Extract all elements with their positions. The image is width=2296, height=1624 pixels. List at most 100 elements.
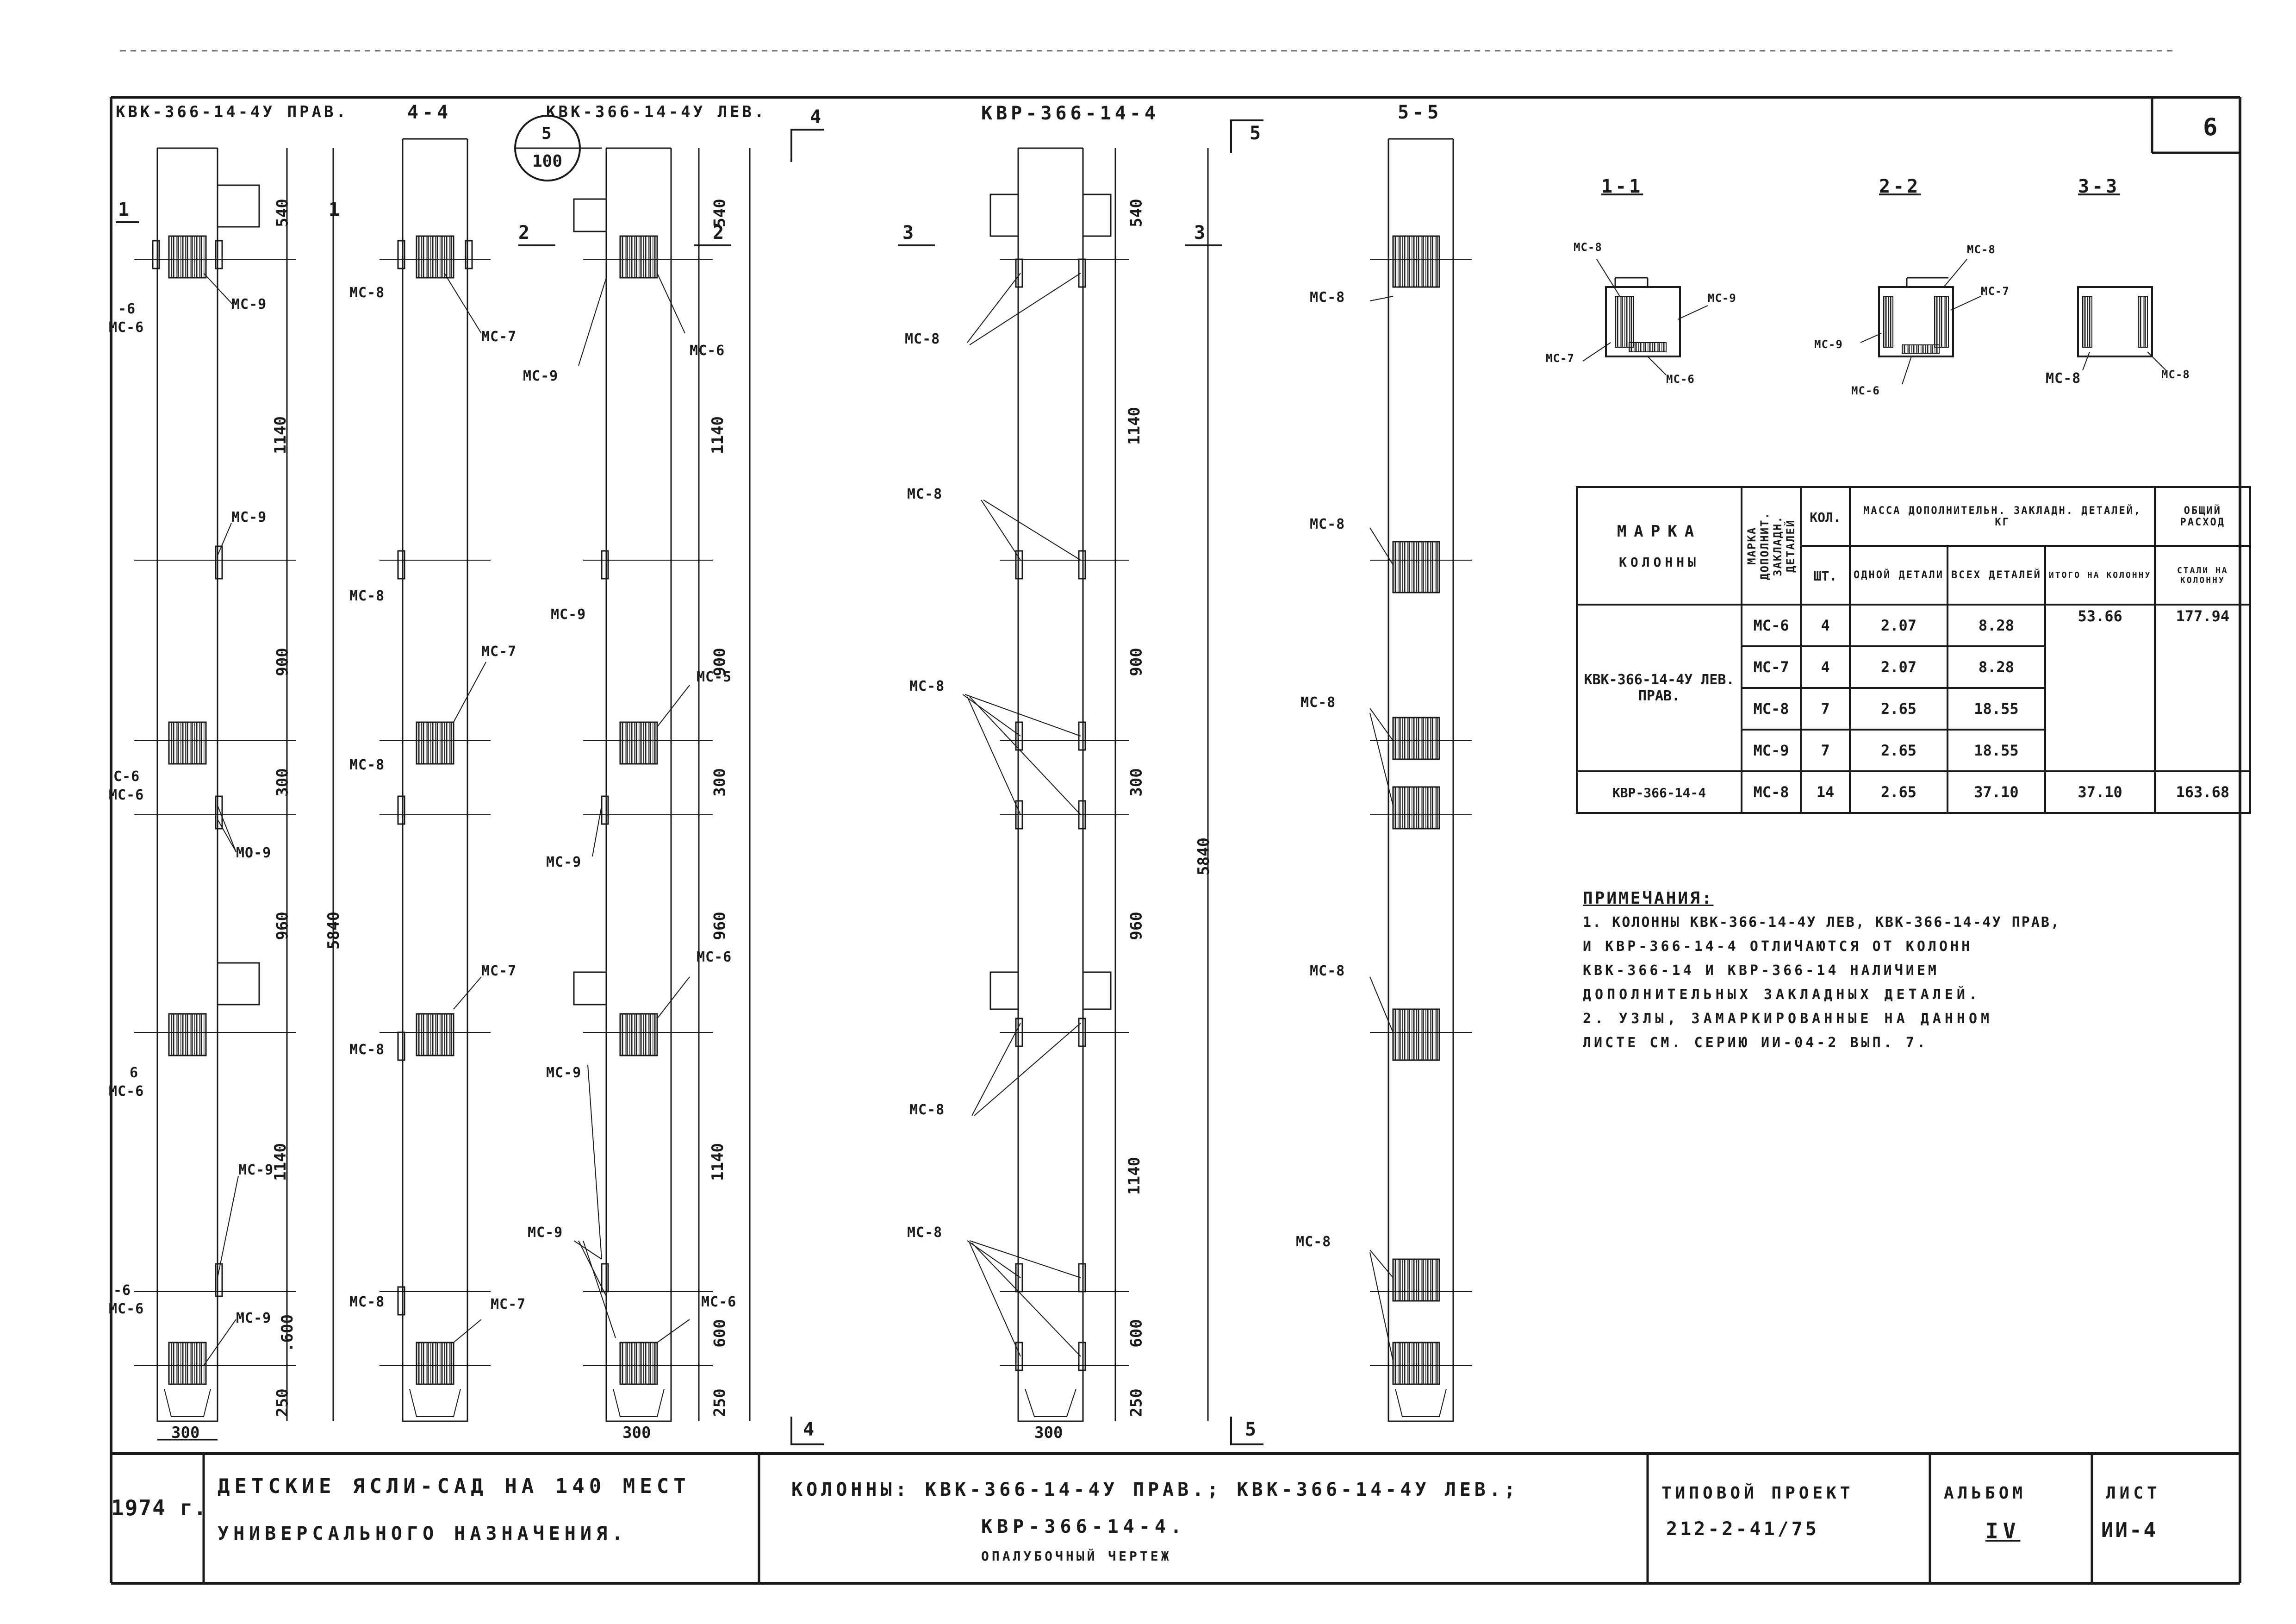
dimension-text: 250 [1127, 1388, 1146, 1417]
part-label: МС-8 [1310, 963, 1345, 979]
dimension-text: 250 [273, 1388, 292, 1417]
part-label: МС-6 [701, 1294, 737, 1310]
row-mark: МС-8 [1753, 700, 1789, 718]
part-label: МС-8 [2161, 368, 2190, 381]
row-qty: 4 [1821, 658, 1830, 676]
table-cell: 2.07 [1849, 604, 1948, 647]
header-cell: КОЛ. [1800, 486, 1851, 547]
row-all: 18.55 [1974, 742, 2019, 759]
part-label: МС-8 [349, 588, 385, 604]
dimension-text: 540 [710, 199, 729, 227]
section-mark: 4 [810, 106, 824, 128]
group2-per-column: 37.10 [2078, 783, 2122, 801]
table-cell: КВК-366-14-4У ЛЕВ. ПРАВ. [1576, 604, 1742, 772]
tb-drawing-line1: КОЛОННЫ: КВК-366-14-4У ПРАВ.; КВК-366-14… [791, 1479, 1519, 1500]
note-line: ДОПОЛНИТЕЛЬНЫХ ЗАКЛАДНЫХ ДЕТАЛЕЙ. [1583, 987, 1981, 1003]
note-line: ЛИСТЕ СМ. СЕРИЮ ИИ-04-2 ВЫП. 7. [1583, 1035, 1928, 1051]
dimension-text: 900 [273, 648, 292, 676]
section-title: 1-1 [1601, 176, 1643, 197]
row-all: 18.55 [1974, 700, 2019, 718]
part-label: МС-6 [1851, 384, 1880, 397]
row-qty: 7 [1821, 700, 1830, 718]
dimension-text: 1140 [708, 416, 727, 454]
table-cell: 2.65 [1849, 687, 1948, 731]
part-label: МС-8 [1310, 516, 1345, 532]
part-label: МС-9 [551, 606, 586, 623]
dimension-text: 960 [1127, 912, 1146, 940]
group1-per-column: 53.66 [2078, 607, 2122, 625]
dimension-text: 900 [1127, 648, 1146, 676]
table-cell: 18.55 [1946, 729, 2046, 772]
part-label: МС-7 [481, 963, 517, 979]
part-label: МС-7 [1546, 352, 1574, 365]
header-cell: ОДНОЙ ДЕТАЛИ [1849, 545, 1948, 606]
dimension-text: 1140 [1125, 1157, 1144, 1195]
part-label: МС-8 [349, 1294, 385, 1310]
note-line: 1. КОЛОННЫ КВК-366-14-4У ЛЕВ, КВК-366-14… [1583, 914, 2061, 931]
part-label: МС-6 [109, 787, 144, 803]
tb-drawing-line2: КВР-366-14-4. [981, 1516, 1187, 1537]
table-cell: 163.68 [2154, 770, 2252, 814]
part-label: МС-6 [1666, 373, 1695, 386]
table-cell: 7 [1800, 729, 1851, 772]
group2-qty: 14 [1816, 783, 1835, 801]
dimension-text: 960 [273, 912, 292, 940]
tb-drawing-line3: ОПАЛУБОЧНЫЙ ЧЕРТЕЖ [981, 1549, 1172, 1564]
header-cell: ШТ. [1800, 545, 1851, 606]
part-label: МС-8 [909, 678, 945, 694]
part-label: МС-7 [481, 329, 517, 345]
part-label: МС-8 [1574, 241, 1602, 254]
table-cell: 4 [1800, 604, 1851, 647]
part-label: МС-8 [1967, 243, 1996, 256]
part-label: МС-9 [236, 1310, 272, 1326]
view-title: 5-5 [1398, 102, 1443, 123]
group2-mark: МС-8 [1753, 783, 1789, 801]
part-label: МО-9 [236, 845, 272, 861]
part-label: МС-9 [546, 1065, 582, 1081]
part-label: МС-9 [1708, 292, 1736, 305]
notes-title: ПРИМЕЧАНИЯ: [1583, 889, 1714, 908]
tb-year: 1974 г. [111, 1495, 207, 1520]
part-label: -6 [113, 1282, 131, 1299]
part-label: МС-8 [349, 1042, 385, 1058]
part-label: МС-5 [697, 669, 732, 685]
section-mark: 3 [902, 222, 917, 244]
view-title: 4-4 [407, 102, 452, 123]
table-cell: МС-9 [1741, 729, 1802, 772]
group2-one: 2.65 [1880, 783, 1916, 801]
dimension-text: 300 [710, 768, 729, 797]
header-cell: ВСЕХ ДЕТАЛЕЙ [1946, 545, 2046, 606]
group1-name: КВК-366-14-4У ЛЕВ. ПРАВ. [1584, 672, 1735, 704]
section-mark: 5 [1245, 1419, 1259, 1440]
dimension-text: 300 [622, 1424, 651, 1442]
dimension-text: 5840 [324, 912, 343, 949]
tb-sheet-code: ИИ-4 [2101, 1518, 2158, 1542]
dimension-text: 300 [1127, 768, 1146, 797]
part-label: МС-9 [1814, 338, 1843, 351]
view-title: КВК-366-14-4У ПРАВ. [116, 103, 348, 121]
notes-block: ПРИМЕЧАНИЯ: 1. КОЛОННЫ КВК-366-14-4У ЛЕВ… [1583, 887, 2060, 1055]
section-mark: 2 [518, 222, 533, 244]
dimension-text: 1140 [271, 1143, 290, 1181]
table-cell: 53.66 [2044, 604, 2156, 772]
table-cell: 2.65 [1849, 729, 1948, 772]
tb-album-label: АЛЬБОМ [1944, 1484, 2027, 1503]
row-all: 8.28 [1978, 617, 2014, 634]
table-cell: 37.10 [1946, 770, 2046, 814]
dimension-text: 250 [710, 1388, 729, 1417]
dimension-text: 960 [710, 912, 729, 940]
part-label: МС-9 [231, 509, 267, 525]
part-label: МС-6 [109, 319, 144, 336]
part-label: МС-8 [349, 757, 385, 773]
part-label: С-6 [113, 768, 140, 785]
dimension-text: 900 [710, 648, 729, 676]
header-column: КОЛОННЫ [1618, 554, 1699, 570]
part-label: МС-9 [546, 854, 582, 870]
row-mark: МС-9 [1753, 742, 1789, 759]
row-all: 8.28 [1978, 658, 2014, 676]
note-line: КВК-366-14 И КВР-366-14 НАЛИЧИЕМ [1583, 962, 1939, 979]
part-label: 6 [130, 1065, 139, 1081]
dimension-text: 5840 [1194, 837, 1213, 875]
table-cell: 8.28 [1946, 604, 2046, 647]
dimension-text: 540 [273, 199, 292, 227]
